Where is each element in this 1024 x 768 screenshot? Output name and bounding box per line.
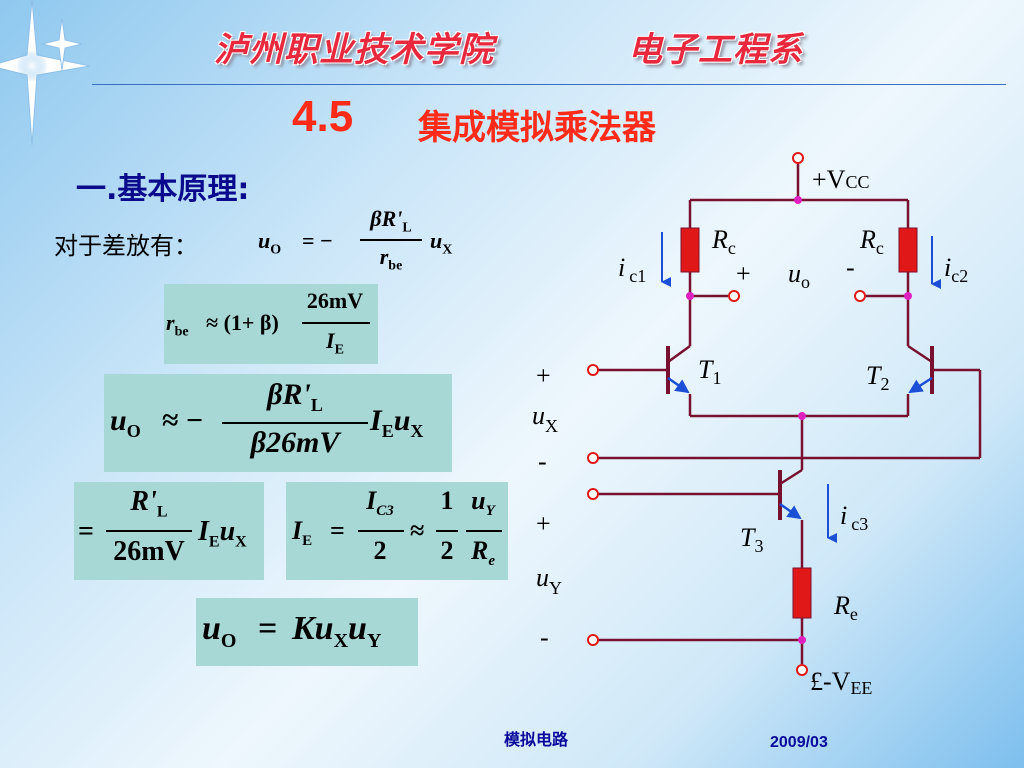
transistor-t1-icon (666, 344, 691, 394)
ux-minus-label: - (538, 447, 547, 476)
department-name: 电子工程系 (628, 30, 803, 70)
sparkle-decoration-icon (0, 0, 91, 146)
header-divider (92, 84, 1006, 85)
re-label: Re (833, 591, 858, 624)
vcc-label: +VCC (812, 165, 869, 194)
circuit-wires (598, 164, 982, 664)
ic2-label: ic2 (944, 253, 968, 286)
formula-uo-simplified: = R'L 26mV IEuX (74, 482, 264, 580)
uy-minus-label: - (540, 623, 549, 652)
t1-label: T1 (698, 355, 721, 388)
formula-ie: IE = IC3 2 ≈ 1 2 uY Re (286, 482, 508, 580)
formula-uo-approx: uO ≈ − βR'L β26mV IEuX (104, 374, 452, 472)
resistor-rc-left-icon (680, 227, 700, 273)
footer-date: 2009/03 (770, 734, 828, 751)
uo-minus-label: - (846, 253, 855, 282)
formula-diff-amp: uO = − βR'L rbe uX (258, 206, 453, 274)
resistor-re-icon (792, 567, 812, 619)
transistor-t2-icon (907, 344, 934, 394)
ux-label: uX (532, 401, 558, 436)
circuit-junctions (686, 196, 912, 644)
formula-rbe: rbe ≈ (1+ β) 26mV IE (164, 284, 378, 364)
t2-label: T2 (866, 361, 889, 394)
school-name: 泸州职业技术学院 (214, 30, 494, 70)
footer-course: 模拟电路 (504, 730, 569, 749)
vee-label: £-VEE (810, 667, 872, 698)
title-number: 4.5 (292, 92, 354, 141)
uo-label: uo (788, 259, 810, 292)
rc-right-label: Rc (859, 225, 884, 258)
formula-uo-result: uO = KuXuY (196, 598, 418, 666)
rc-left-label: Rc (711, 225, 736, 258)
resistor-rc-right-icon (898, 227, 918, 273)
t3-label: T3 (740, 523, 763, 556)
uo-plus-label: + (736, 259, 751, 288)
uy-label: uY (536, 563, 562, 598)
section-heading: 一.基本原理: (76, 172, 250, 207)
ux-plus-label: + (536, 361, 551, 390)
circuit-terminals (587, 152, 866, 676)
transistor-t3-icon (778, 468, 803, 520)
intro-label: 对于差放有： (54, 232, 198, 260)
page-title: 集成模拟乘法器 (418, 108, 656, 148)
uy-plus-label: + (536, 509, 551, 538)
